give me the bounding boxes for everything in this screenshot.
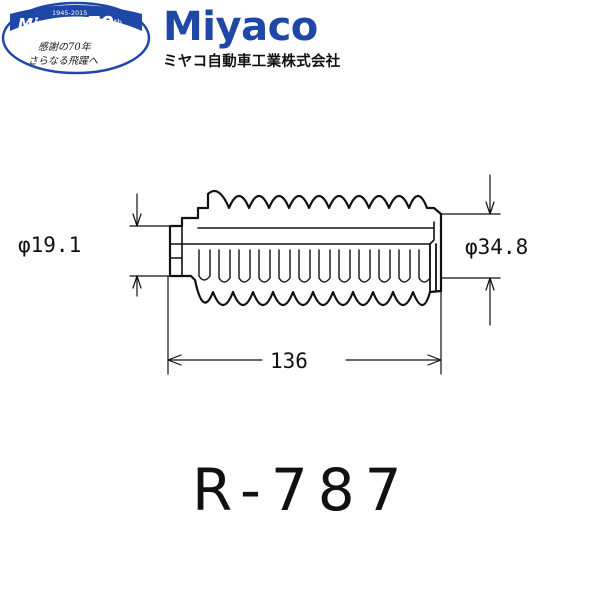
logo-anniversary-number: 70 <box>86 12 114 36</box>
logo-years: 1945-2015 <box>52 9 87 17</box>
brand-header: Miyaco ミヤコ自動車工業株式会社 <box>163 5 341 71</box>
dim-small-diameter-lines <box>129 193 171 297</box>
small-end-detail <box>169 225 183 277</box>
logo-anniversary-suffix: th <box>114 18 122 27</box>
boot-outer-profile <box>168 190 443 307</box>
boot-inner-wall <box>181 221 435 245</box>
dim-length-lines <box>167 275 442 375</box>
dim-large-diameter-label: φ34.8 <box>465 235 528 259</box>
large-end-ring <box>429 243 437 292</box>
anniversary-logo: 1945-2015 Miyaco 70 th 感謝の70年 さらなる飛躍へ <box>1 1 151 75</box>
logo-brand: Miyaco <box>18 15 77 33</box>
part-number: R-787 <box>192 456 412 524</box>
dim-small-diameter-label: φ19.1 <box>18 233 81 257</box>
dim-length-label: 136 <box>270 349 308 373</box>
inner-convolutions <box>198 249 431 283</box>
brand-name: Miyaco <box>163 4 318 50</box>
logo-tagline-line1: 感謝の70年 <box>38 41 92 53</box>
company-name: ミヤコ自動車工業株式会社 <box>163 54 341 70</box>
logo-tagline-line2: さらなる飛躍へ <box>28 55 98 67</box>
dim-large-diameter-lines <box>440 174 501 326</box>
